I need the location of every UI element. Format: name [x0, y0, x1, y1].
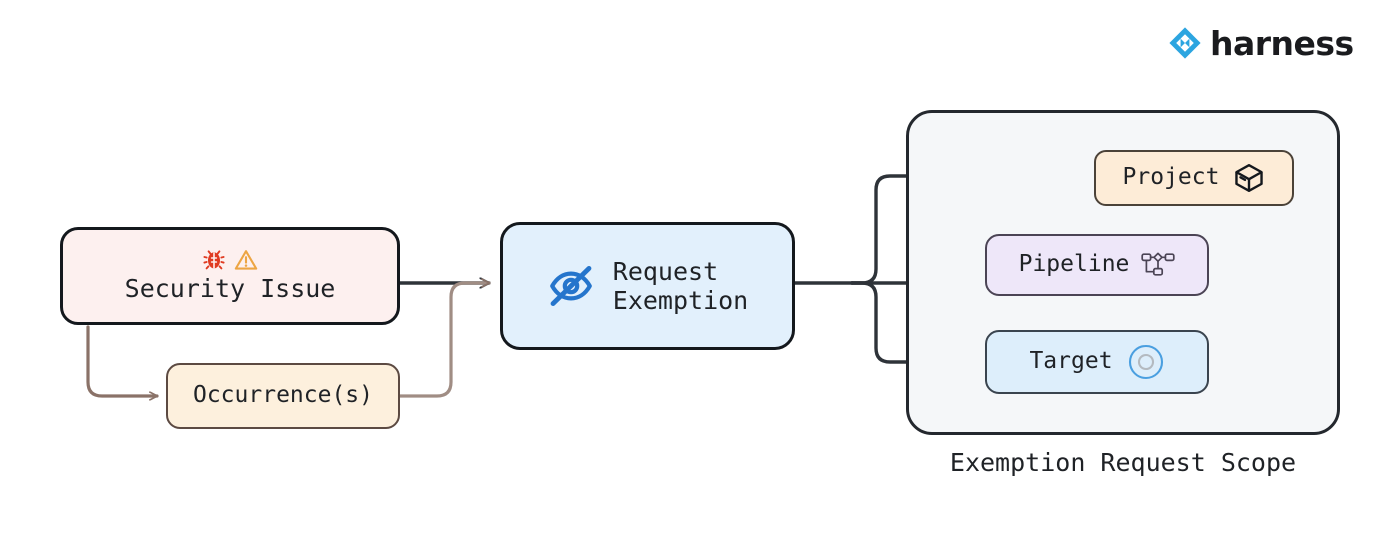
harness-diamond-logo-icon [1168, 26, 1202, 60]
node-request-exemption[interactable]: Request Exemption [500, 222, 795, 350]
pipeline-nodes-icon [1141, 251, 1176, 279]
edge-occurrences-to-request-exemption [398, 283, 491, 398]
node-target-label: Target [1029, 348, 1113, 375]
bug-icon [202, 248, 226, 272]
cube-icon [1233, 162, 1265, 194]
node-project[interactable]: Project [1094, 150, 1294, 206]
security-issue-icons [202, 248, 258, 272]
node-request-exemption-label: Request Exemption [613, 257, 748, 316]
brand-name: harness [1210, 23, 1354, 63]
node-target[interactable]: Target [985, 330, 1209, 394]
target-circle-icon [1127, 343, 1165, 381]
exemption-request-scope-caption: Exemption Request Scope [949, 448, 1297, 477]
eye-off-icon [547, 262, 595, 310]
node-occurrences[interactable]: Occurrence(s) [166, 363, 400, 429]
node-security-issue[interactable]: Security Issue [60, 227, 400, 325]
node-pipeline-label: Pipeline [1018, 251, 1130, 278]
request-exemption-line2: Exemption [612, 286, 749, 315]
node-occurrences-label: Occurrence(s) [192, 382, 373, 409]
edge-request-exemption-to-target [850, 281, 976, 362]
node-project-label: Project [1122, 164, 1220, 191]
brand-logo: harness [1168, 26, 1354, 60]
warning-triangle-icon [234, 248, 258, 272]
node-pipeline[interactable]: Pipeline [985, 234, 1209, 296]
edge-security-issue-to-occurrences [86, 325, 159, 396]
node-security-issue-label: Security Issue [124, 274, 336, 304]
request-exemption-line1: Request [612, 256, 719, 286]
